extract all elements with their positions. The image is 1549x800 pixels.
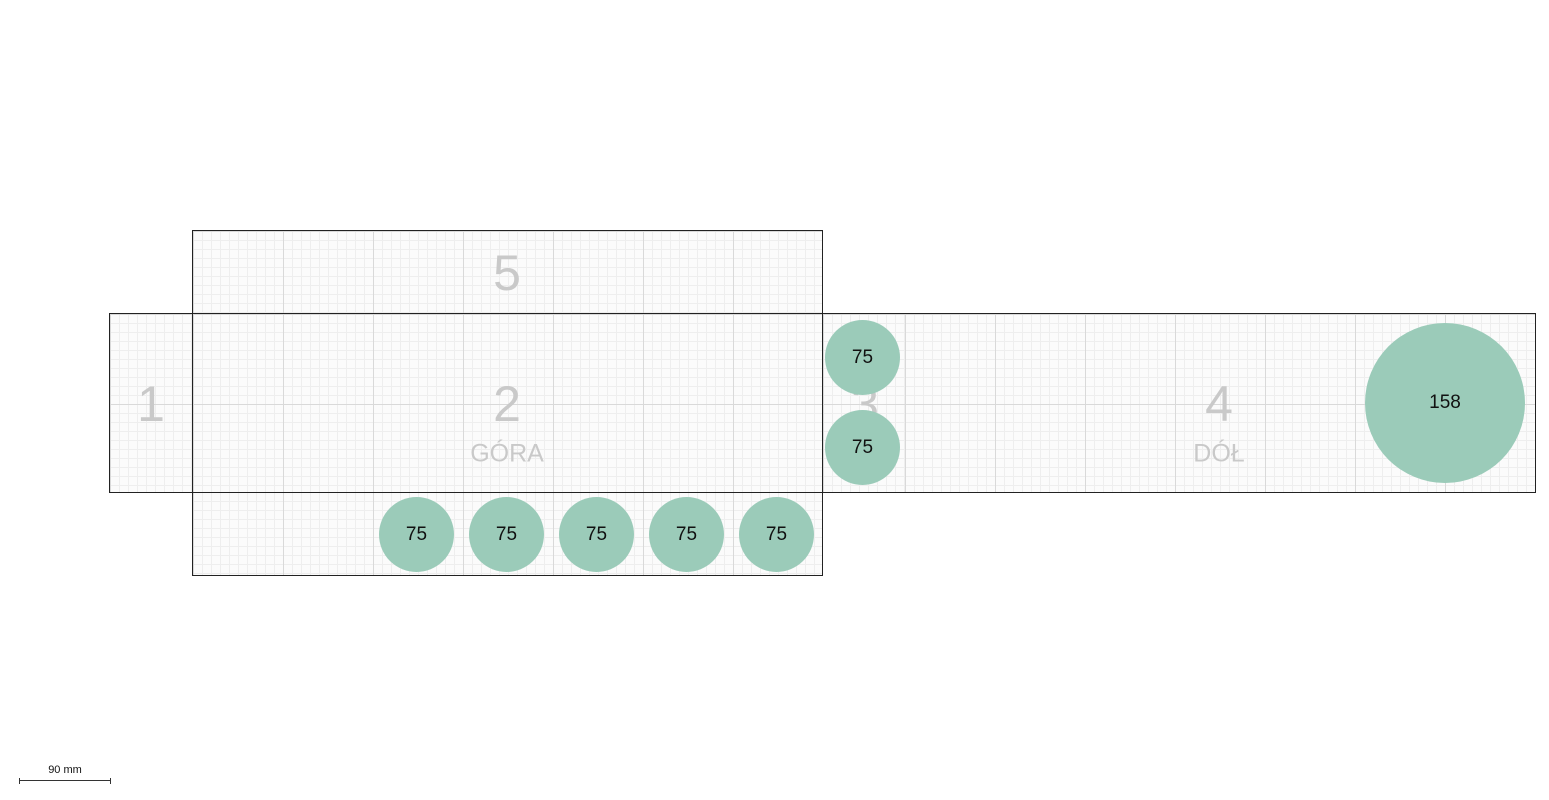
- circle-item-label: 75: [495, 523, 518, 545]
- circle-item-label: 75: [851, 346, 874, 368]
- circle-item[interactable]: 75: [559, 497, 634, 572]
- circle-item-label: 75: [405, 523, 428, 545]
- circle-item-label: 158: [1429, 392, 1461, 413]
- scale-bar-label: 90 mm: [48, 764, 82, 776]
- circle-item-label: 75: [675, 523, 698, 545]
- panel-5-top-flap: [192, 230, 823, 314]
- scale-bar-line: [19, 778, 111, 784]
- circle-item[interactable]: 75: [379, 497, 454, 572]
- scale-bar: 90 mm: [19, 764, 111, 784]
- panel-5-number: 5: [493, 245, 521, 301]
- circle-item[interactable]: 75: [825, 320, 900, 395]
- circle-item[interactable]: 75: [825, 410, 900, 485]
- circle-item[interactable]: 75: [649, 497, 724, 572]
- circle-item-label: 75: [765, 523, 788, 545]
- panel-4-number: 4: [1205, 376, 1233, 432]
- panel-2-number: 2: [493, 376, 521, 432]
- circle-item[interactable]: 75: [739, 497, 814, 572]
- panel-4-label: DÓŁ: [1193, 439, 1245, 468]
- circle-item-label: 75: [585, 523, 608, 545]
- circle-item-label: 75: [851, 436, 874, 458]
- circle-item-large[interactable]: 158: [1365, 323, 1525, 483]
- panel-2-label: GÓRA: [470, 439, 544, 468]
- circle-item[interactable]: 75: [469, 497, 544, 572]
- panel-1: [109, 313, 193, 493]
- panel-1-number: 1: [137, 376, 165, 432]
- panel-2-top: [192, 313, 823, 493]
